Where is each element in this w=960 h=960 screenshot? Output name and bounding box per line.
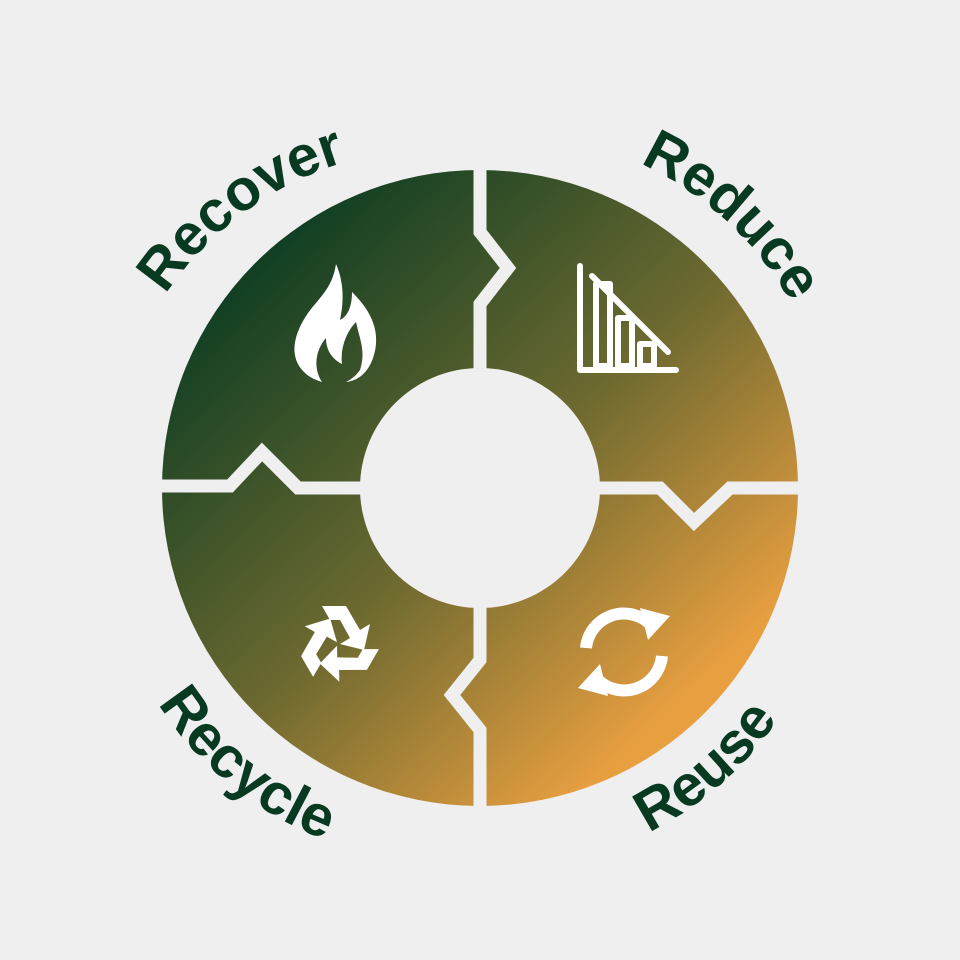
flame-icon	[294, 264, 377, 382]
separator-right	[596, 481, 820, 532]
recycle-icon	[301, 606, 379, 682]
separator-bottom	[443, 606, 487, 830]
separator-left	[140, 442, 364, 495]
separator-top	[473, 150, 517, 372]
segment-separators	[140, 150, 820, 830]
ring-fill	[150, 160, 810, 820]
refresh-arrows-icon	[578, 607, 670, 697]
declining-bar-chart-icon	[577, 263, 679, 373]
